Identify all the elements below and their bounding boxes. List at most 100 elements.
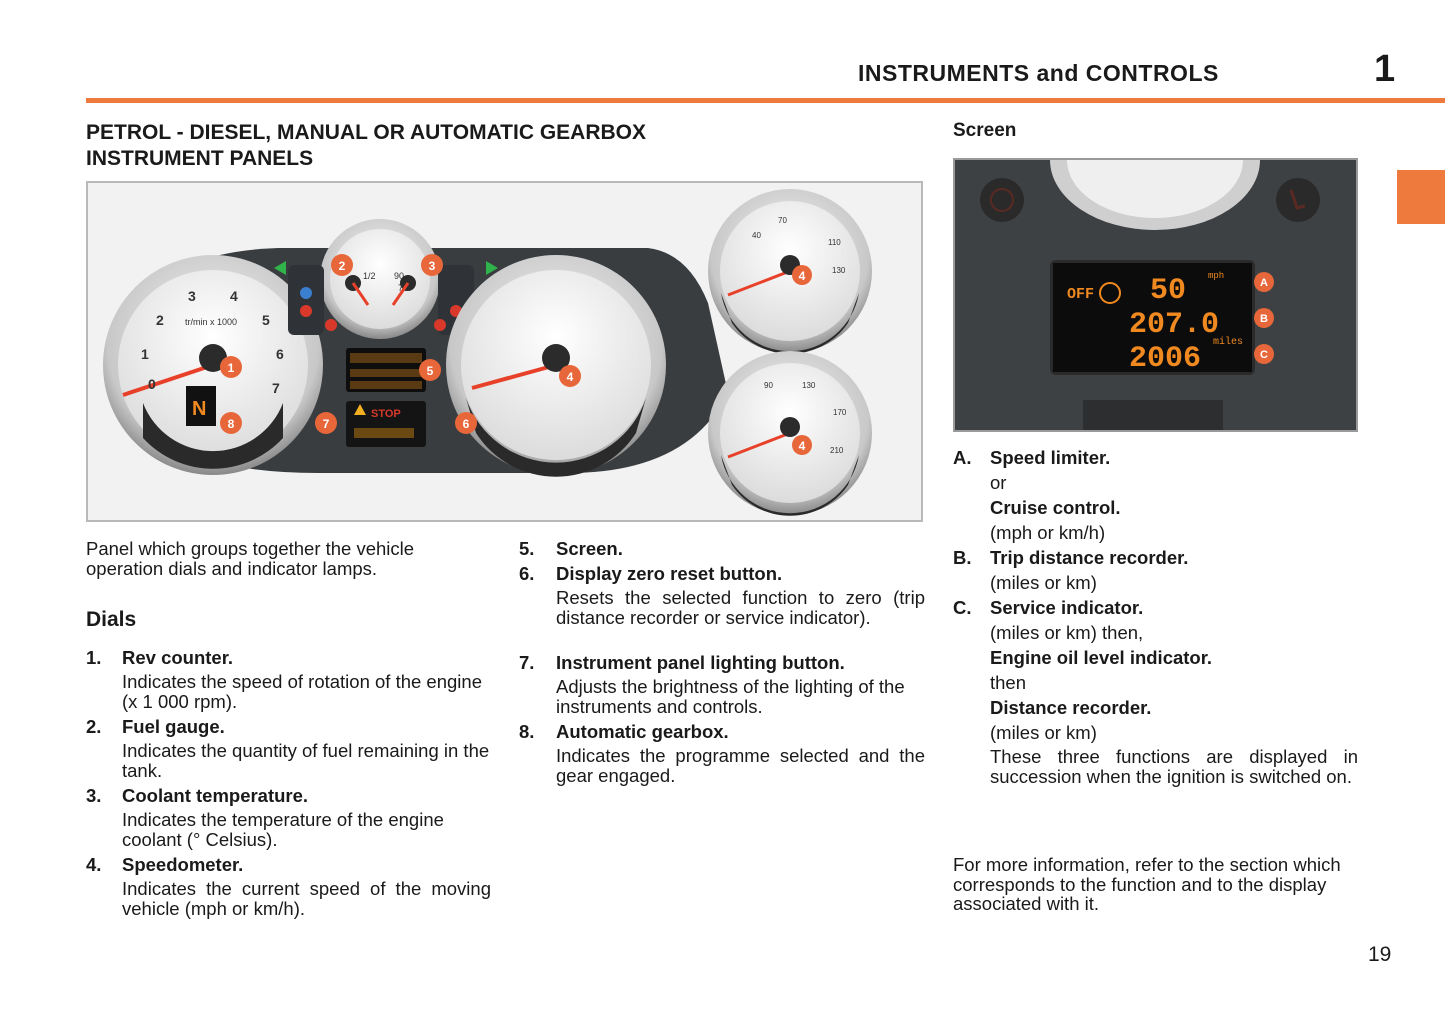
rev-tick-7: 7 [272,380,280,396]
screen-figure: OFF 50 mph 207.0 2006 miles A B C [953,90,1358,432]
battery-icon [300,305,312,317]
rev-tick-4: 4 [230,288,238,304]
seatbelt-warning-icon [1276,178,1320,222]
kmh-tick-210: 210 [830,446,844,455]
callout-C: C [1260,349,1268,361]
main-beam-icon [300,287,312,299]
screen-B-label: B. [953,547,972,568]
temp-90-label: 90 [394,271,404,281]
screen-B-title: Trip distance recorder. [990,547,1189,568]
screen-A-title: Speed limiter. [990,447,1111,468]
screen-C-label: C. [953,597,972,618]
item-8-desc: Indicates the programme selected and the… [556,745,925,786]
item-8-number: 8. [519,721,535,742]
page-number: 19 [1368,943,1392,966]
item-4-desc: Indicates the current speed of the movin… [122,878,491,919]
chapter-number: 1 [1374,48,1396,90]
lcd-speed: 50 [1150,274,1186,308]
item-6-number: 6. [519,563,535,584]
item-4-title: Speedometer. [122,854,244,875]
lcd-total-unit: miles [1213,336,1243,348]
kmh-tick-170: 170 [833,408,847,417]
rev-tick-6: 6 [276,346,284,362]
screen-heading: Screen [953,120,1017,141]
screen-A-unit: (mph or km/h) [990,522,1106,543]
chapter-side-tab [1397,170,1445,224]
rev-tick-1: 1 [141,346,149,362]
screen-C-title: Service indicator. [990,597,1144,618]
callout-4-mph: 4 [799,269,806,283]
lcd-off-text: OFF [1067,286,1094,303]
more-info-text: For more information, refer to the secti… [953,854,1341,914]
callout-5: 5 [427,364,434,378]
item-2-number: 2. [86,716,102,737]
rev-counter-dial: tr/min x 1000 0 1 2 3 4 5 6 7 N [103,255,323,475]
lcd-trip: 207.0 [1129,308,1219,342]
callout-4: 4 [567,370,574,384]
screen-C-title2: Engine oil level indicator. [990,647,1213,668]
lcd-speed-unit: mph [1208,271,1224,281]
callout-2: 2 [339,259,346,273]
stop-lamp: STOP [371,408,401,420]
brake-icon [325,319,337,331]
item-7-desc: Adjusts the brightness of the lighting o… [556,676,905,717]
callout-4-kmh: 4 [799,439,806,453]
screen-B-unit: (miles or km) [990,572,1097,593]
item-3-title: Coolant temperature. [122,785,309,806]
callout-8: 8 [228,417,235,431]
instrument-panel-illustration: tr/min x 1000 0 1 2 3 4 5 6 7 N 1/2 90 7… [103,189,872,516]
item-6-title: Display zero reset button. [556,563,783,584]
screen-illustration: OFF 50 mph 207.0 2006 miles A B C [955,90,1356,430]
item-8-title: Automatic gearbox. [556,721,729,742]
speedometer-dial [446,255,666,477]
section-title: PETROL - DIESEL, MANUAL OR AUTOMATIC GEA… [86,120,646,172]
item-3-number: 3. [86,785,102,806]
item-5-number: 5. [519,538,535,559]
callout-3: 3 [429,259,436,273]
speed-limiter-icon [1099,282,1121,304]
intro-text: Panel which groups together the vehicle … [86,538,415,579]
item-3-desc: Indicates the temperature of the engine … [122,809,444,850]
item-4-number: 4. [86,854,102,875]
item-2-title: Fuel gauge. [122,716,225,737]
screen-A-title2: Cruise control. [990,497,1121,518]
kmh-tick-90: 90 [764,381,773,390]
item-2-desc: Indicates the quantity of fuel remaining… [122,740,490,781]
rev-tick-2: 2 [156,312,164,328]
section-title-line1: PETROL - DIESEL, MANUAL OR AUTOMATIC GEA… [86,121,647,144]
item-1-title: Rev counter. [122,647,234,668]
svg-text:N: N [192,398,206,420]
screen-C-desc: These three functions are displayed in s… [990,746,1358,787]
chapter-title: INSTRUMENTS and CONTROLS [858,60,1219,86]
rev-tick-0: 0 [148,376,156,392]
item-1-number: 1. [86,647,102,668]
section-title-line2: INSTRUMENT PANELS [86,147,314,170]
mph-tick-110: 110 [828,238,841,247]
lcd-display [1053,263,1252,372]
item-7-number: 7. [519,652,535,673]
item-1-desc: Indicates the speed of rotation of the e… [122,671,482,712]
kmh-tick-130: 130 [802,381,816,390]
callout-6: 6 [463,417,470,431]
seatbelt-icon [434,319,446,331]
rev-tick-3: 3 [188,288,196,304]
fuel-temp-gauge: 1/2 90 70 [320,219,440,339]
rev-unit-label: tr/min x 1000 [185,317,237,327]
callout-1: 1 [228,361,235,375]
callout-7: 7 [323,417,330,431]
screen-A-label: A. [953,447,972,468]
mph-tick-70: 70 [778,216,787,225]
speedometer-kmh-variant: 90 130 170 210 [708,351,872,516]
callout-B: B [1260,313,1268,325]
speedometer-mph-variant: 40 70 110 130 [708,189,872,354]
instrument-panel-figure: tr/min x 1000 0 1 2 3 4 5 6 7 N 1/2 90 7… [86,181,923,522]
dials-heading: Dials [86,608,137,631]
mph-tick-130: 130 [832,266,846,275]
screen-A-or: or [990,472,1007,493]
callout-A: A [1260,277,1268,289]
item-5-title: Screen. [556,538,623,559]
screen-C-unit: (miles or km) then, [990,622,1144,643]
screen-C-title3: Distance recorder. [990,697,1152,718]
item-7-title: Instrument panel lighting button. [556,652,845,673]
rev-tick-5: 5 [262,312,270,328]
